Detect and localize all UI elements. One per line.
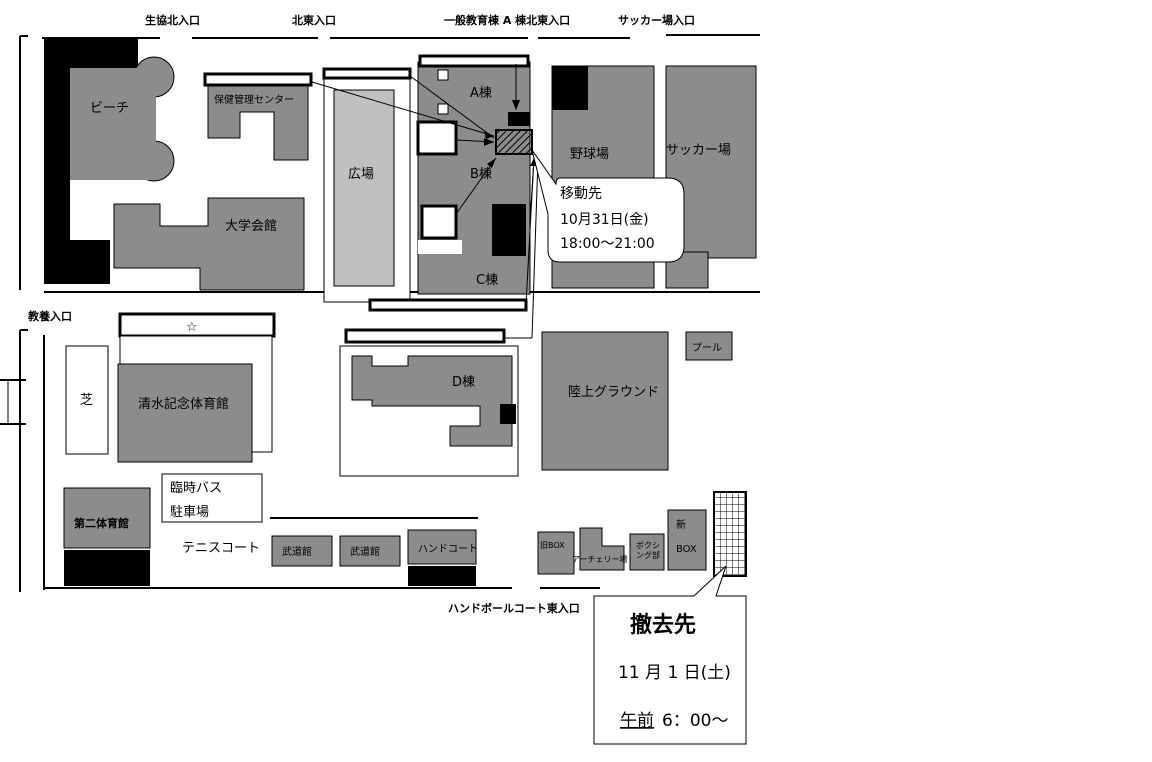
bldg-d-label: D棟 [452,375,475,390]
star-label: ☆ [186,320,198,335]
entrance-kyoyo: 教養入口 [27,309,72,323]
health-center: 保健管理センター [203,72,313,161]
bus-parking: 臨時バス 駐車場 [161,473,263,523]
gym2-dark-block [64,550,150,586]
gym2-area: 第二体育館 [63,487,151,586]
archery-label: アーチェリー場 [572,554,628,564]
general-education-buildings: A棟 B棟 C棟 [368,54,531,312]
roads [0,34,760,592]
shimizu-gym-label: 清水記念体育館 [138,396,229,412]
removal-callout-title: 撤去先 [630,612,696,638]
bldg-d-gate [344,328,506,344]
new-box-label-1: 新 [676,518,686,531]
soccer-field-label: サッカー場 [666,143,731,158]
lawn-label: 芝 [80,392,93,408]
move-destination-marker [495,129,533,155]
removal-callout-time-rest: 6：00～ [662,711,728,731]
bldg-c-dark-block [492,204,526,256]
plaza-label: 広場 [348,167,374,182]
track-area: 陸上グラウンド プール [541,331,733,471]
handcourt-dark-block [408,566,476,586]
bldg-a-label: A棟 [470,86,492,101]
student-hall-label: 大学会館 [225,218,277,234]
beach-building [70,68,156,180]
plaza-gate [322,67,412,80]
bldg-a-gate [418,54,530,68]
bldg-d-dark-block [500,404,516,424]
entrance-soccer: サッカー場入口 [618,13,695,27]
baseball-label: 野球場 [570,147,609,162]
old-box-label: 旧BOX [540,541,565,550]
tennis-label: テニスコート [182,541,260,556]
bldg-b-small-box-bottom [420,204,458,240]
boxing-label-line1: ボクシ [636,541,660,550]
bldg-c-gate [368,298,528,312]
track-label: 陸上グラウンド [568,384,659,400]
budokan-2-label: 武道館 [350,545,380,558]
health-center-gate [203,72,313,87]
health-center-label: 保健管理センター [214,93,294,106]
baseball-dark-block [552,66,588,110]
removal-callout-time-am: 午前 [620,711,654,731]
entrance-labels: 生協北入口 北東入口 一般教育棟 A 棟北東入口 サッカー場入口 教養入口 ハン… [27,13,695,615]
removal-callout-date: 11 月 1 日(土) [618,663,731,683]
new-box-label-2: BOX [676,544,697,555]
budokan-1-label: 武道館 [282,545,312,558]
beach-area: ビーチ [44,38,175,284]
handcourt-label: ハンドコート [418,544,478,555]
bus-parking-line2: 駐車場 [170,505,209,520]
bus-parking-line1: 臨時バス [170,481,222,496]
shimizu-area: ☆ 清水記念体育館 芝 [65,312,276,463]
pool-label: プール [692,342,722,354]
move-callout-time: 18:00～21:00 [560,236,655,252]
move-callout: 移動先 10月31日(金) 18:00～21:00 [531,149,685,263]
club-boxes: 旧BOX アーチェリー場 ボクシ ング部 新 BOX [537,491,747,577]
plaza: 広場 [322,67,412,303]
entrance-northeast: 北東入口 [292,13,336,27]
move-callout-title: 移動先 [560,186,602,202]
move-callout-date: 10月31日(金) [560,212,649,228]
boxing-label-line2: ング部 [636,550,660,560]
bldg-c-label: C棟 [476,273,498,288]
entrance-coop-north: 生協北入口 [145,13,200,27]
beach-label: ビーチ [90,101,129,116]
route-arrows [311,64,539,339]
entrance-general-a-northeast: 一般教育棟 A 棟北東入口 [444,13,570,27]
beach-bottom-block [44,240,110,284]
gym2-label: 第二体育館 [74,516,129,530]
student-hall: 大学会館 [113,197,305,291]
bldg-d-area: D棟 [339,328,519,477]
south-courts: テニスコート 武道館 武道館 ハンドコート [182,529,478,586]
removal-callout: 撤去先 11 月 1 日(土) 午前 6：00～ [593,565,747,745]
entrance-handball-east: ハンドボールコート東入口 [448,601,580,615]
removal-destination-marker [713,491,747,577]
bldg-a-dark-block [508,112,530,126]
bldg-b-small-box-top [416,120,458,156]
